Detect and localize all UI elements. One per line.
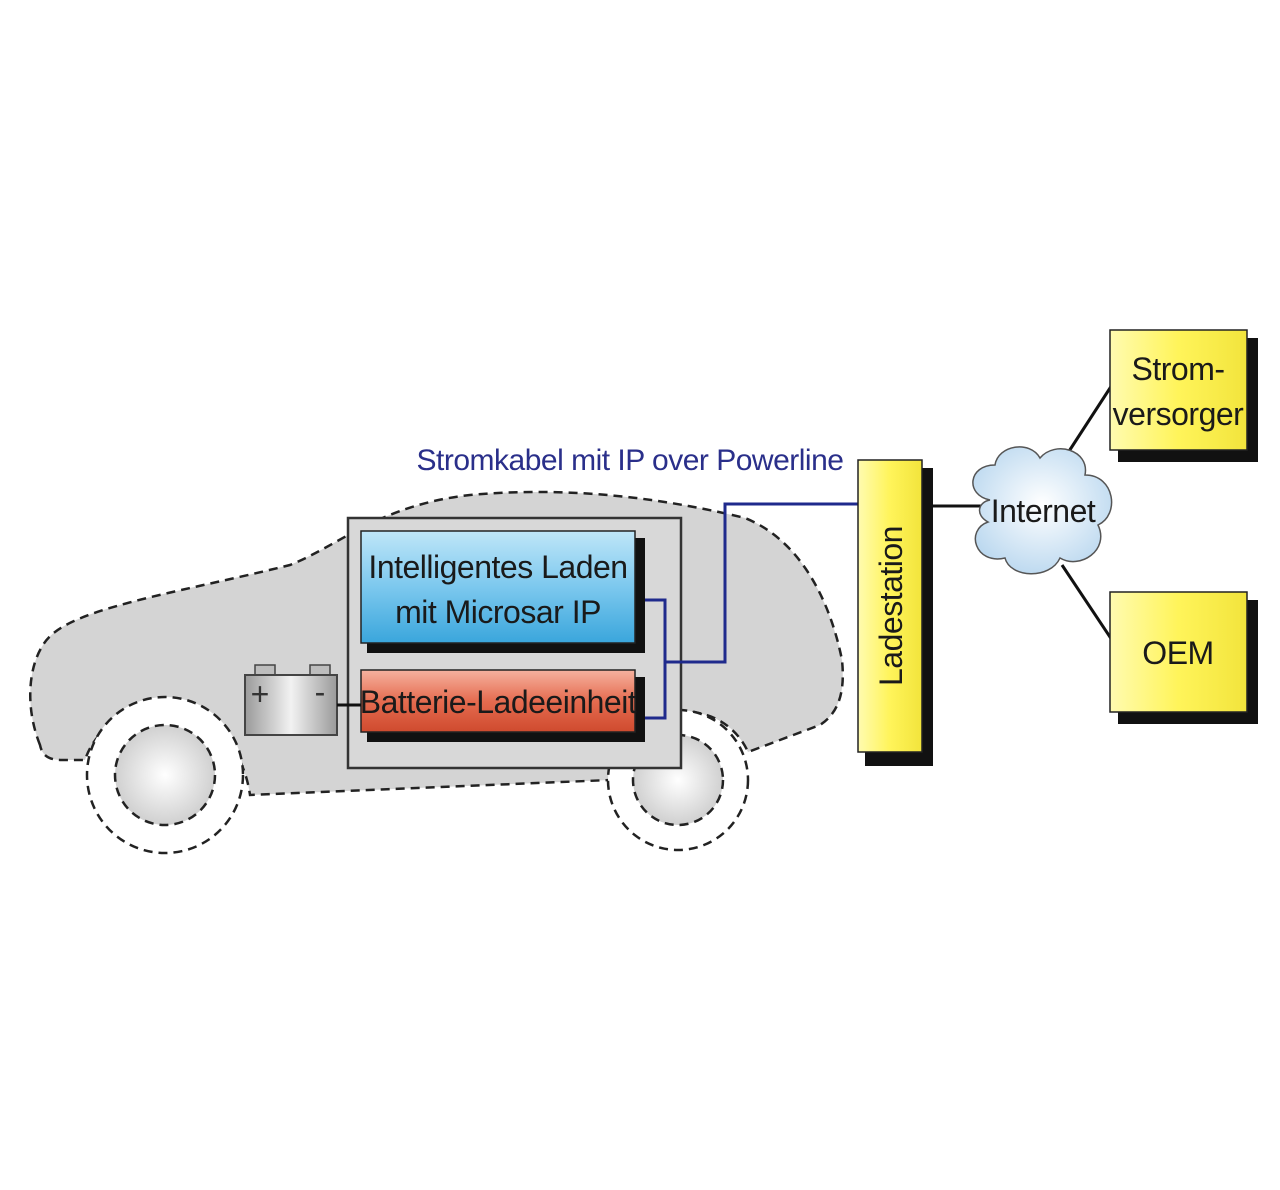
cable-label: Stromkabel mit IP over Powerline xyxy=(417,444,844,477)
power-supplier-line2: versorger xyxy=(1113,396,1245,432)
battery-minus: - xyxy=(315,674,326,710)
internet-supplier-link xyxy=(1060,384,1114,463)
power-supplier-box: Strom- versorger xyxy=(1109,329,1258,462)
charging-station: Ladestation xyxy=(857,459,933,766)
powerline-cable xyxy=(665,502,858,664)
smart-charging-line1: Intelligentes Laden xyxy=(368,549,627,585)
battery-charger-box: Batterie-Ladeeinheit xyxy=(360,669,645,742)
battery-charger-label: Batterie-Ladeeinheit xyxy=(360,684,637,720)
internet-oem-link xyxy=(1060,564,1114,641)
battery-plus: + xyxy=(251,676,270,712)
oem-label: OEM xyxy=(1142,635,1213,671)
charging-station-label: Ladestation xyxy=(873,526,909,686)
smart-charging-line2: mit Microsar IP xyxy=(395,594,601,630)
internet-label: Internet xyxy=(991,493,1096,529)
internet-cloud: Internet xyxy=(972,446,1113,575)
oem-box: OEM xyxy=(1109,591,1258,724)
smart-charging-box: Intelligentes Laden mit Microsar IP xyxy=(360,530,645,653)
battery-icon: + - xyxy=(244,664,338,736)
rear-wheel xyxy=(85,695,245,855)
power-supplier-line1: Strom- xyxy=(1132,351,1225,387)
internal-connector xyxy=(645,598,667,720)
